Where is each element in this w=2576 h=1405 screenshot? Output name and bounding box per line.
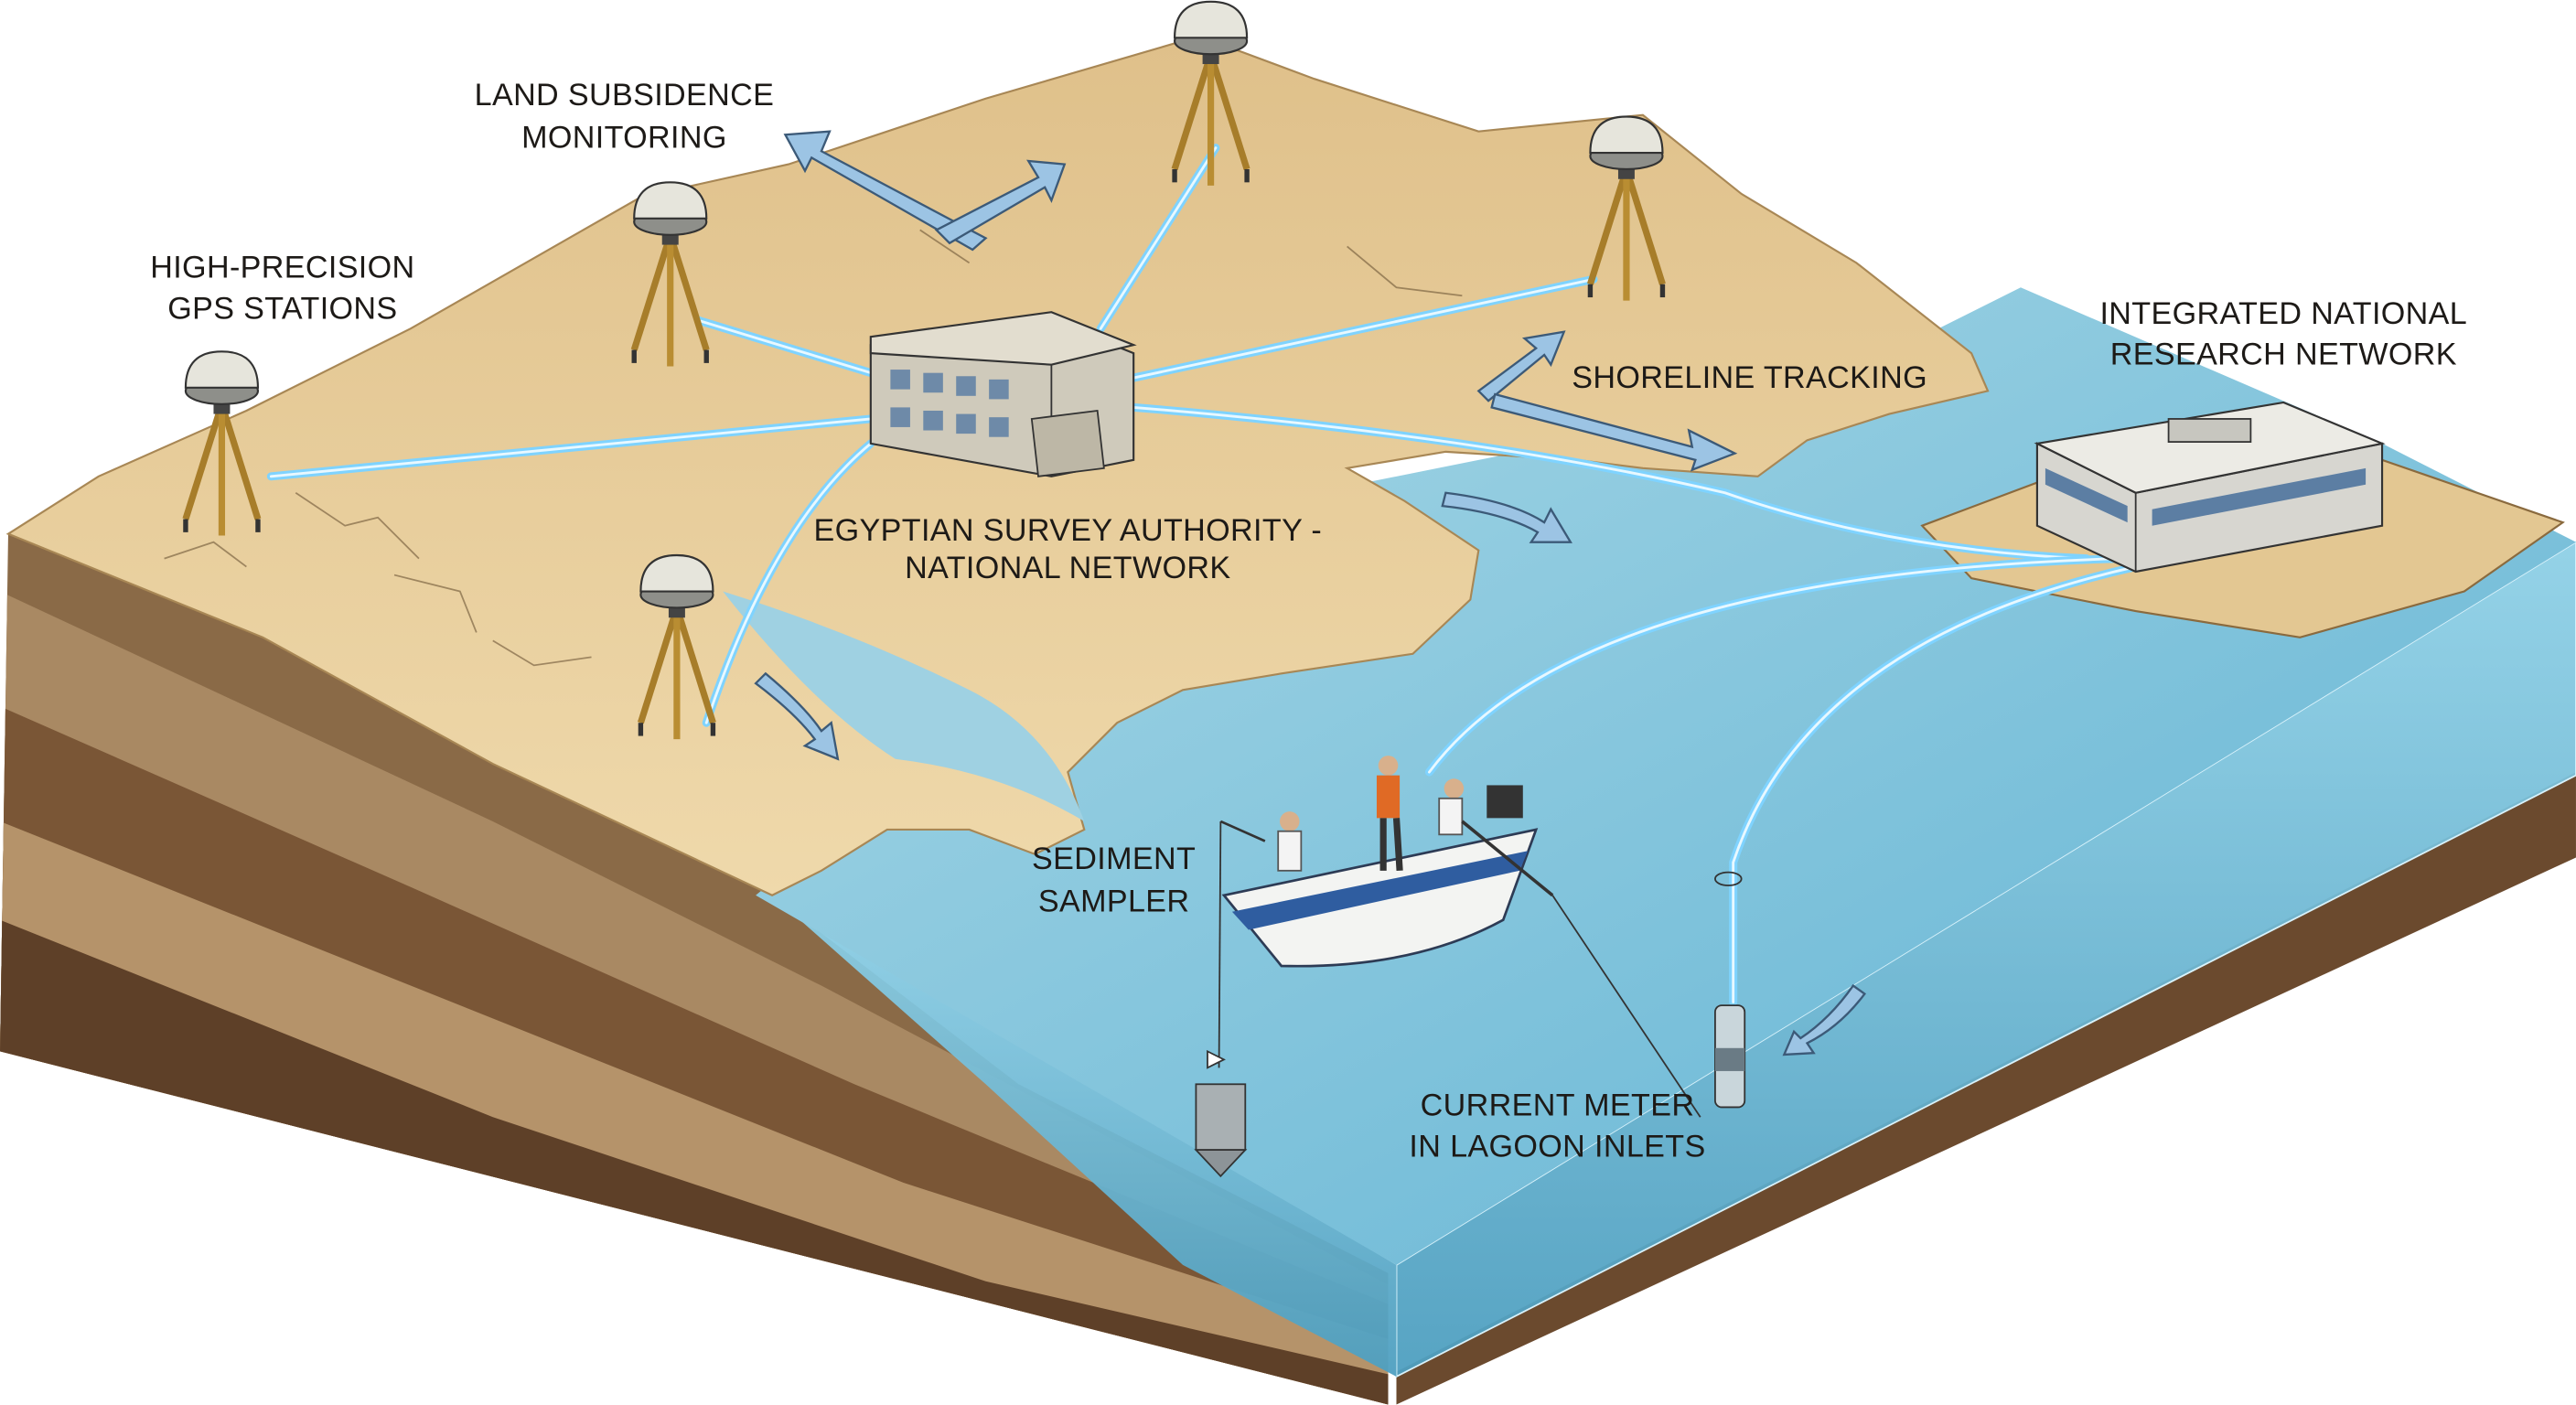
label-research-network: INTEGRATED NATIONAL RESEARCH NETWORK	[2099, 296, 2467, 372]
label-shoreline-tracking: SHORELINE TRACKING	[1572, 360, 1927, 395]
lagoon-inlet-channel	[723, 591, 1085, 821]
sediment-sampler-device	[1194, 1049, 1248, 1178]
label-sediment-sampler: SEDIMENT SAMPLER	[1032, 842, 1196, 919]
label-land-subsidence: LAND SUBSIDENCE MONITORING	[475, 78, 775, 156]
land-crack-lines	[164, 229, 1463, 667]
label-gps-stations: HIGH-PRECISION GPS STATIONS	[150, 251, 414, 327]
label-line: NATIONAL NETWORK	[905, 551, 1230, 585]
label-line: IN LAGOON INLETS	[1409, 1129, 1705, 1164]
label-line: LAND SUBSIDENCE	[475, 78, 775, 113]
label-line: RESEARCH NETWORK	[2110, 338, 2457, 372]
research-boat	[1218, 756, 1701, 1118]
integrated-research-center-building	[2034, 401, 2386, 574]
egyptian-survey-authority-building	[869, 311, 1137, 477]
flow-arrows	[754, 130, 1866, 1056]
shoreline-arrow	[1476, 330, 1566, 402]
current-arrow	[1441, 491, 1572, 543]
current-arrow	[754, 671, 840, 761]
label-current-meter: CURRENT METER IN LAGOON INLETS	[1409, 1088, 1705, 1164]
label-survey-authority: EGYPTIAN SURVEY AUTHORITY - NATIONAL NET…	[814, 513, 1323, 585]
label-line: EGYPTIAN SURVEY AUTHORITY -	[814, 513, 1323, 548]
shoreline-arrow	[1490, 392, 1738, 472]
label-line: MONITORING	[521, 121, 727, 156]
label-line: GPS STATIONS	[167, 291, 397, 326]
current-arrow	[1782, 983, 1866, 1056]
label-line: CURRENT METER	[1421, 1088, 1695, 1122]
label-line: INTEGRATED NATIONAL	[2099, 296, 2467, 331]
label-line: SAMPLER	[1038, 885, 1190, 919]
label-line: SHORELINE TRACKING	[1572, 360, 1927, 395]
current-meter-device	[1714, 871, 1746, 1109]
block-right-face-earth	[1396, 772, 2576, 1405]
subsidence-arrow	[934, 159, 1067, 245]
water-front-face	[772, 895, 1397, 1377]
label-line: HIGH-PRECISION	[150, 251, 414, 285]
label-line: SEDIMENT	[1032, 842, 1196, 876]
network-cables	[266, 144, 2141, 1006]
